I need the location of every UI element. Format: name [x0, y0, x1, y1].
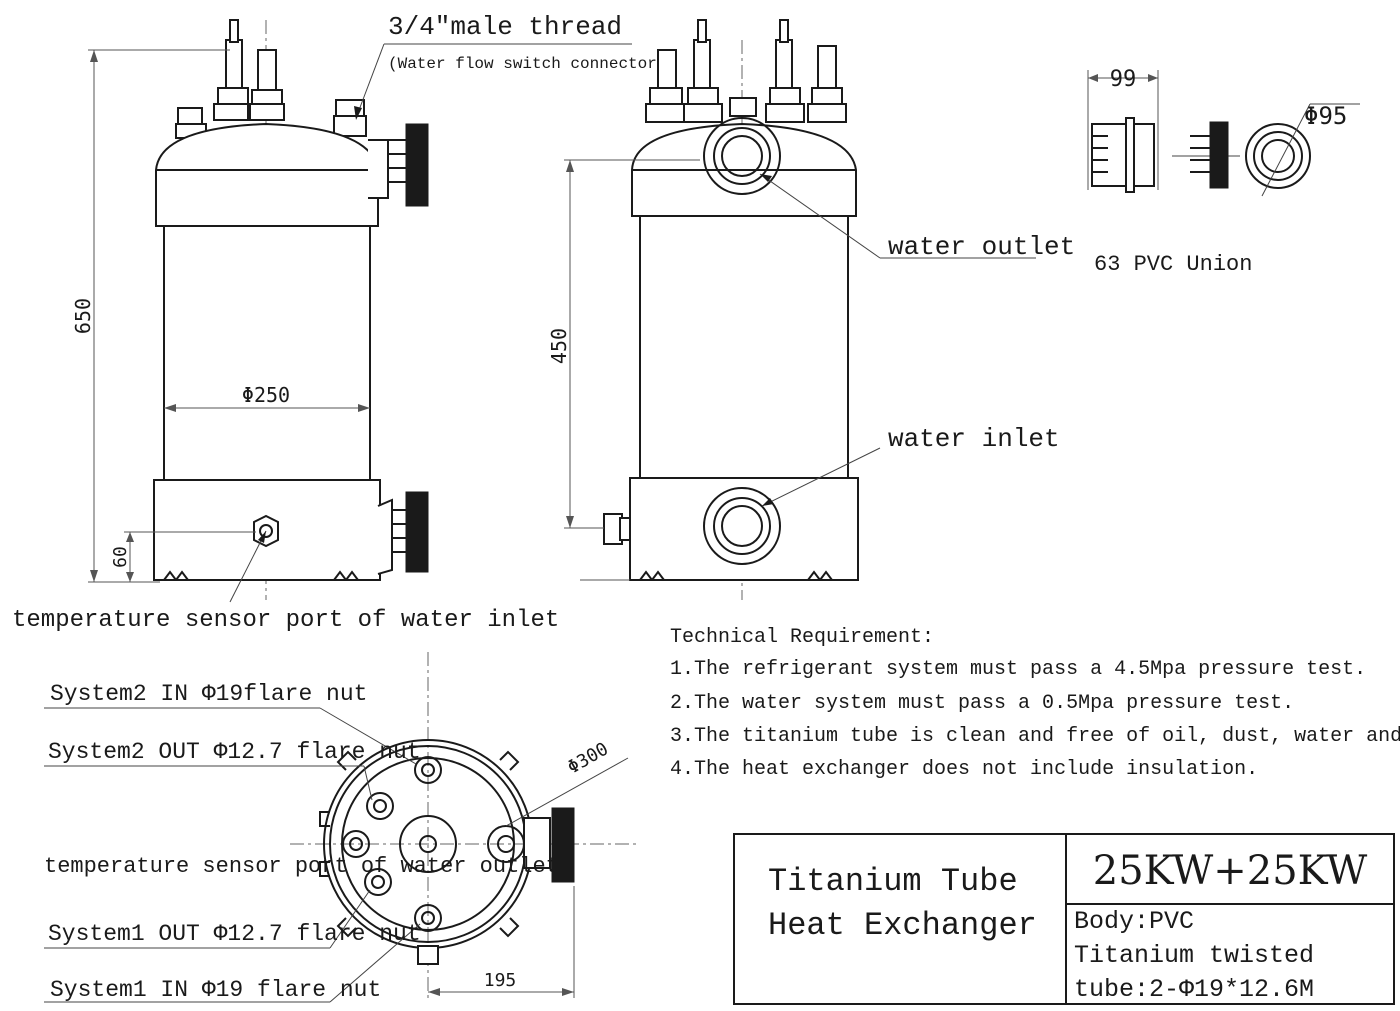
technical-requirements: Technical Requirement: 1.The refrigerant…: [670, 626, 1400, 781]
requirements-heading: Technical Requirement:: [670, 626, 934, 649]
thread-label: 3/4"male thread: [388, 12, 622, 42]
thread-sublabel: (Water flow switch connector): [388, 55, 666, 73]
dim-union-diameter: Φ95: [1304, 102, 1347, 130]
dim-sensor-height: 60: [110, 546, 131, 568]
water-outlet-label: water outlet: [888, 232, 1075, 262]
requirement-item: 1.The refrigerant system must pass a 4.5…: [670, 658, 1366, 681]
requirement-item: 4.The heat exchanger does not include in…: [670, 758, 1258, 781]
dim-height-total: 650: [71, 298, 95, 334]
dim-height-outlet: 450: [547, 328, 571, 364]
title-tube-line1: Titanium twisted: [1074, 941, 1314, 970]
title-name-line1: Titanium Tube: [768, 863, 1018, 900]
union-label: 63 PVC Union: [1094, 252, 1252, 277]
temp-inlet-label: temperature sensor port of water inlet: [12, 607, 559, 634]
dim-port-offset: 195: [484, 970, 517, 991]
sys1-in-label: System1 IN Φ19 flare nut: [50, 977, 381, 1003]
sys1-out-label: System1 OUT Φ12.7 flare nut: [48, 921, 421, 947]
pvc-union-detail: 99 Φ95 63 PVC Union: [1087, 67, 1360, 277]
requirement-item: 3.The titanium tube is clean and free of…: [670, 725, 1400, 748]
title-tube-line2: tube:2-Φ19*12.6M: [1074, 975, 1314, 1004]
temp-outlet-label: temperature sensor port of water outlet: [44, 854, 559, 879]
title-block: Titanium Tube Heat Exchanger 25KW+25KW B…: [733, 833, 1395, 1005]
water-inlet-label: water inlet: [888, 424, 1060, 454]
side-view: 450 water outlet water inlet: [547, 19, 1075, 600]
front-view: 650 60 Φ250 3/4"male thread (Water flow …: [12, 12, 666, 634]
sys2-in-label: System2 IN Φ19flare nut: [50, 681, 367, 707]
dim-outer-diameter: Φ300: [564, 738, 612, 778]
top-view: Φ300 195 System2 IN Φ19flare nut System2…: [44, 652, 640, 1003]
title-model: 25KW+25KW: [1093, 848, 1367, 894]
title-name-line2: Heat Exchanger: [768, 907, 1037, 944]
sys2-out-label: System2 OUT Φ12.7 flare nut: [48, 739, 421, 765]
dim-body-diameter: Φ250: [242, 383, 290, 407]
requirement-item: 2.The water system must pass a 0.5Mpa pr…: [670, 692, 1294, 715]
title-body-material: Body:PVC: [1074, 907, 1194, 936]
dim-union-width: 99: [1110, 67, 1137, 92]
